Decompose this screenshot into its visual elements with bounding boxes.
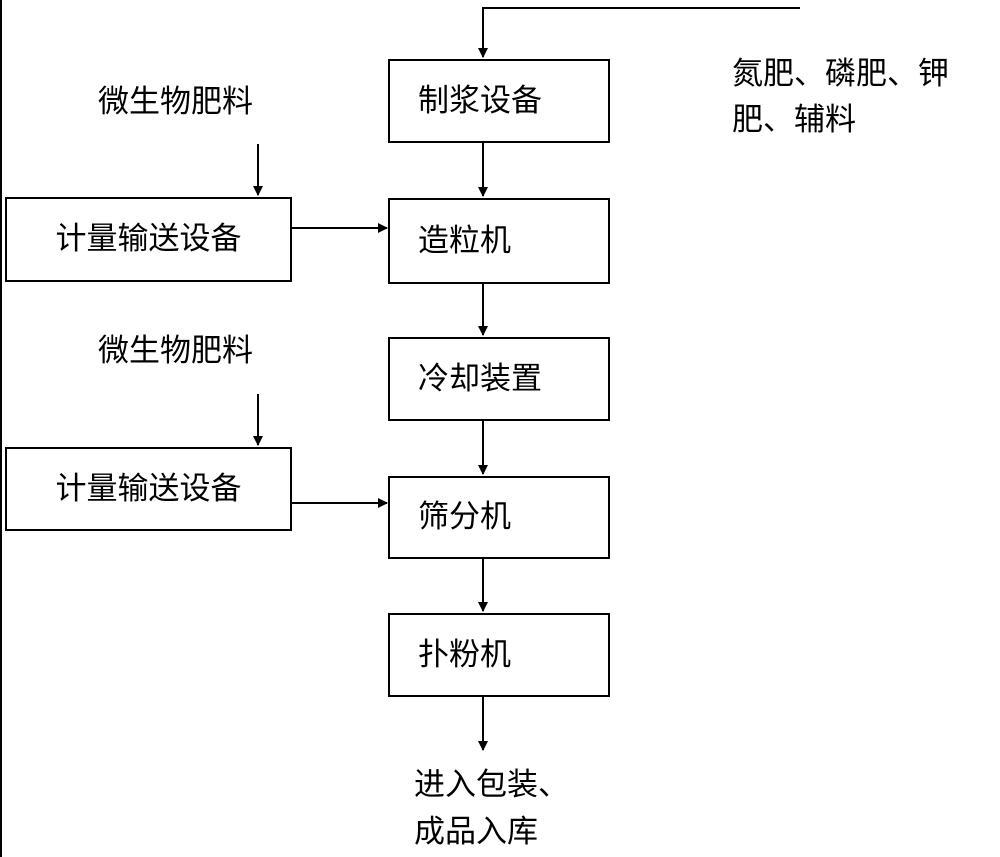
box-sieving-machine-label: 筛分机 <box>418 499 511 535</box>
box-metering-conveyor-1: 计量输送设备 <box>5 197 292 282</box>
page-left-edge-line <box>0 0 2 857</box>
label-microbe-fertilizer-2: 微生物肥料 <box>98 333 253 369</box>
label-microbe-fertilizer-1: 微生物肥料 <box>98 84 253 120</box>
box-powdering-machine-label: 扑粉机 <box>418 636 511 673</box>
feed-top-connector <box>478 7 800 58</box>
box-pulping-equipment: 制浆设备 <box>388 59 610 143</box>
box-metering-conveyor-2-label: 计量输送设备 <box>55 470 242 507</box>
box-sieving-machine: 筛分机 <box>388 476 610 559</box>
label-output: 进入包装、 成品入库 <box>414 763 569 854</box>
label-raw-materials-line2: 肥、辅料 <box>732 102 856 138</box>
box-powdering-machine: 扑粉机 <box>388 613 610 697</box>
box-cooling-device: 冷却装置 <box>388 337 610 421</box>
box-granulator-label: 造粒机 <box>418 222 511 259</box>
box-metering-conveyor-1-label: 计量输送设备 <box>55 221 242 257</box>
box-granulator: 造粒机 <box>388 198 610 284</box>
label-raw-materials-line1: 氮肥、磷肥、钾 <box>732 56 949 92</box>
label-output-line2: 成品入库 <box>414 814 538 850</box>
label-output-line1: 进入包装、 <box>414 767 569 803</box>
box-metering-conveyor-2: 计量输送设备 <box>5 447 292 531</box>
label-raw-materials: 氮肥、磷肥、钾 肥、辅料 <box>732 52 949 142</box>
box-pulping-equipment-label: 制浆设备 <box>418 82 542 119</box>
box-cooling-device-label: 冷却装置 <box>418 360 542 397</box>
